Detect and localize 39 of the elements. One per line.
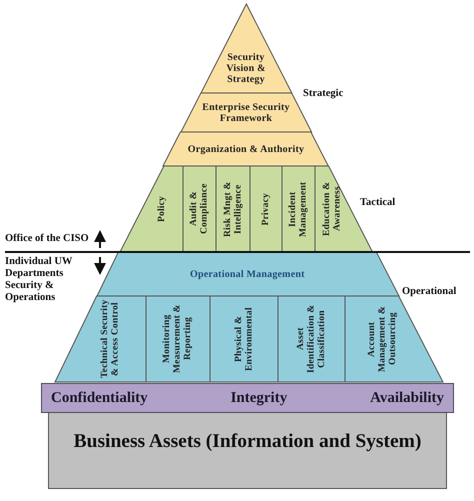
column-label: Policy — [156, 196, 168, 222]
pillar-label: Availability — [370, 390, 444, 406]
tier-label: Security Vision & Strategy — [225, 52, 267, 85]
pyramid-tier — [163, 132, 329, 166]
column-label: Technical Security & Access Control — [100, 299, 122, 379]
pillar-column — [120, 166, 183, 252]
pillar-label: Confidentiality — [51, 390, 148, 406]
tier-label: Enterprise Security Framework — [201, 102, 291, 124]
pillar-column — [345, 296, 443, 382]
level-label: Strategic — [303, 88, 344, 100]
column-label: Asset Identification & Classification — [296, 304, 328, 376]
foundation-block — [48, 412, 447, 489]
column-label: Education & Awareness — [322, 180, 344, 238]
pillar-column — [282, 166, 315, 252]
foundation-label: Business Assets (Information and System) — [74, 431, 422, 454]
level-label: Operational — [402, 286, 458, 298]
column-label: Account Management & Outsourcing — [367, 305, 399, 374]
pillar-column — [216, 166, 250, 252]
pillar-column — [210, 296, 278, 382]
level-label: Tactical — [360, 197, 396, 210]
column-label: Incident Management — [288, 180, 309, 239]
pillar-column — [146, 296, 210, 382]
tier-label: Organization & Authority — [188, 144, 304, 154]
pillar-column — [55, 296, 146, 382]
pillar-column — [250, 166, 282, 252]
column-label: Privacy — [260, 192, 272, 226]
column-label: Risk Mngt & Intelligence — [222, 180, 244, 239]
pillar-column — [183, 166, 216, 252]
column-label: Physical & Environmental — [234, 306, 254, 373]
pyramid-tier — [96, 252, 399, 296]
pillar-bar — [41, 383, 454, 413]
pyramid-apex — [200, 4, 292, 93]
pillar-label: Integrity — [230, 390, 288, 406]
pillar-column — [278, 296, 345, 382]
level-label: Individual UW Departments Security & Operations — [5, 256, 74, 304]
column-label: Audit & Compliance — [189, 182, 210, 236]
level-label: Office of the CISO — [5, 233, 90, 246]
tier-label: Operational Management — [190, 268, 305, 280]
column-label: Monitoring Measurement & Reporting — [162, 304, 194, 376]
